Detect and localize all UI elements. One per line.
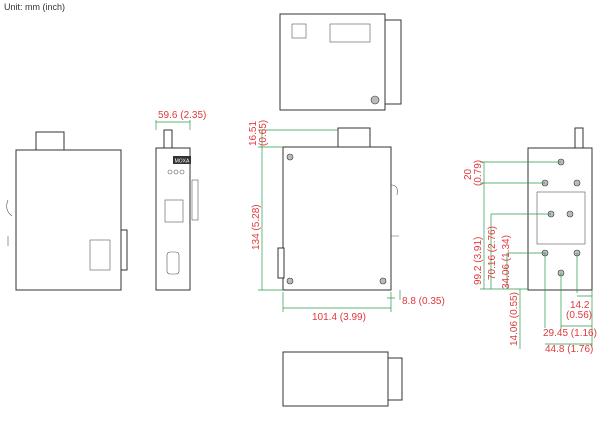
dim-rear-h3: 34.06 (1.34) xyxy=(501,235,512,289)
dim-terminal-height-in: (0.65) xyxy=(258,120,269,146)
dim-rear-h1: 99.2 (3.91) xyxy=(473,237,484,285)
rear-view xyxy=(527,127,593,291)
bottom-view xyxy=(282,351,403,407)
dim-rear-h2: 70.16 (2.76) xyxy=(487,226,498,280)
dim-rear-w3: 44.8 (1.76) xyxy=(545,344,593,355)
front-view: MOXA xyxy=(155,129,199,291)
dim-rear-top-mm: 20 xyxy=(463,168,474,180)
dim-height: 134 (5.28) xyxy=(251,204,262,250)
side-view xyxy=(277,127,399,291)
dim-rear-w2: 29.45 (1.16) xyxy=(543,328,597,339)
left-side-view xyxy=(6,131,128,291)
dim-rear-h4: 14.06 (0.55) xyxy=(509,292,520,346)
dim-rear-w1-in: (0.56) xyxy=(566,310,592,321)
dim-front-width: 59.6 (2.35) xyxy=(158,110,206,121)
dim-rear-top-in: (0.79) xyxy=(473,160,484,186)
brand-text: MOXA xyxy=(175,159,190,165)
top-view xyxy=(279,13,402,111)
dim-rear-w1-mm: 14.2 xyxy=(570,300,590,311)
unit-label: Unit: mm (inch) xyxy=(4,2,66,12)
moxa-logo xyxy=(173,156,191,164)
dim-rail-offset: 8.8 (0.35) xyxy=(402,296,445,307)
dimension-lines xyxy=(155,120,593,349)
dim-terminal-height-mm: 16.51 xyxy=(248,121,259,146)
dim-depth: 101.4 (3.99) xyxy=(312,312,366,323)
